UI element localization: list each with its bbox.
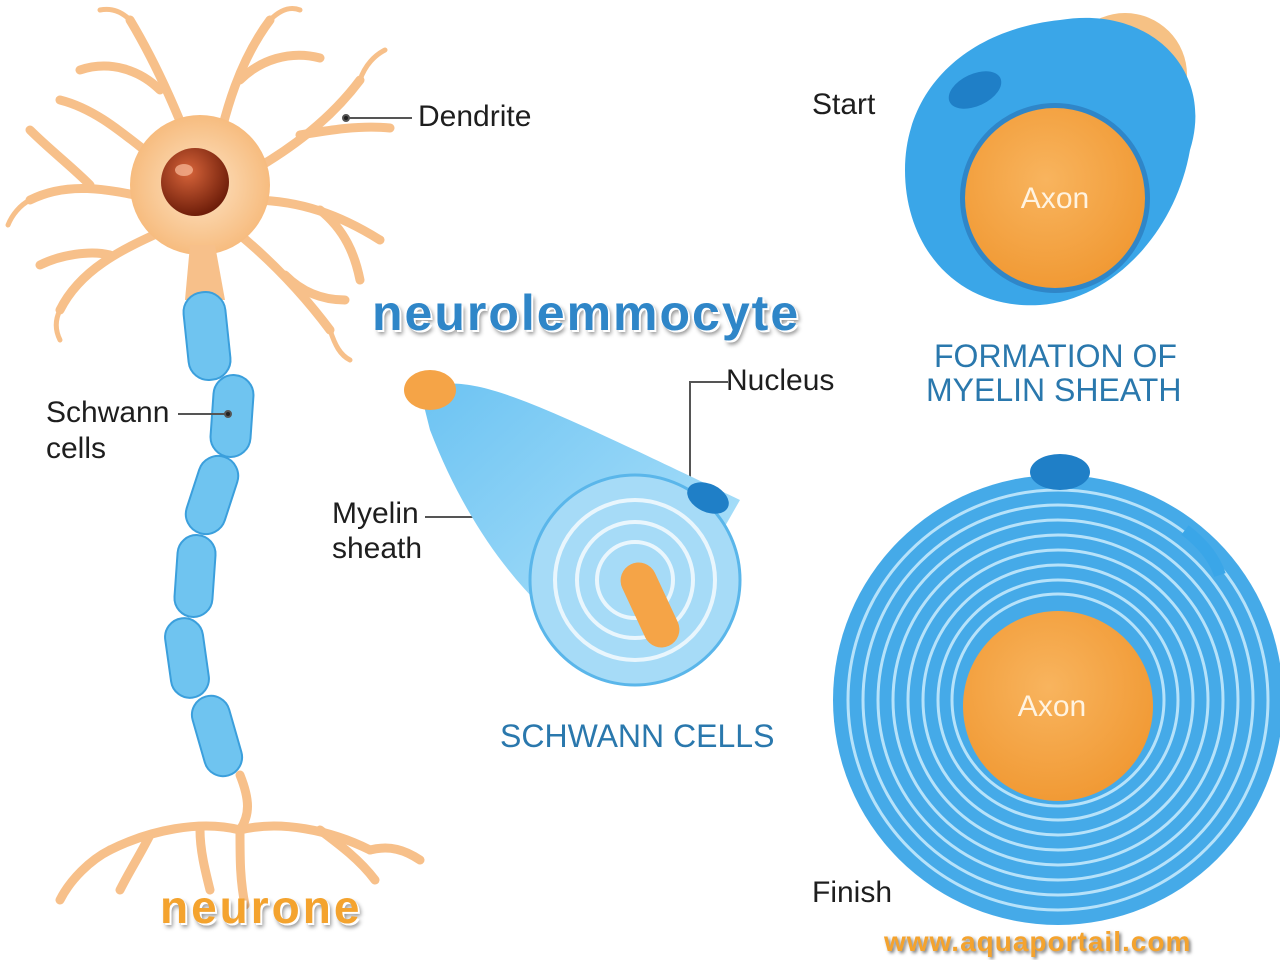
label-schwann-cells-line2: cells bbox=[46, 432, 107, 465]
myelin-layers bbox=[846, 488, 1270, 912]
caption-formation-line1: FORMATION OF bbox=[934, 338, 1177, 374]
label-schwann-cells-line1: Schwann bbox=[46, 396, 170, 429]
label-start: Start bbox=[812, 88, 876, 121]
neuron-nucleus bbox=[161, 148, 229, 216]
formation-start bbox=[905, 13, 1196, 306]
axon-terminal bbox=[55, 770, 425, 910]
label-axon-finish: Axon bbox=[1017, 690, 1087, 723]
label-myelin-sheath-line1: Myelin bbox=[332, 497, 419, 530]
caption-formation-line2: MYELIN SHEATH bbox=[926, 372, 1182, 408]
label-dendrite: Dendrite bbox=[418, 100, 532, 133]
website-watermark[interactable]: www.aquaportail.com bbox=[884, 926, 1192, 957]
formation-finish bbox=[833, 454, 1280, 925]
title-neurone: neurone bbox=[160, 881, 363, 933]
label-nucleus: Nucleus bbox=[726, 364, 835, 397]
caption-schwann-cells: SCHWANN CELLS bbox=[500, 718, 775, 754]
title-neurolemmocyte: neurolemmocyte bbox=[372, 285, 801, 341]
schwann-cell-cylinder bbox=[404, 370, 742, 687]
label-axon-start: Axon bbox=[1020, 182, 1090, 215]
schwann-cells-chain bbox=[164, 291, 255, 778]
label-finish: Finish bbox=[812, 876, 893, 909]
label-myelin-sheath-line2: sheath bbox=[332, 532, 423, 565]
